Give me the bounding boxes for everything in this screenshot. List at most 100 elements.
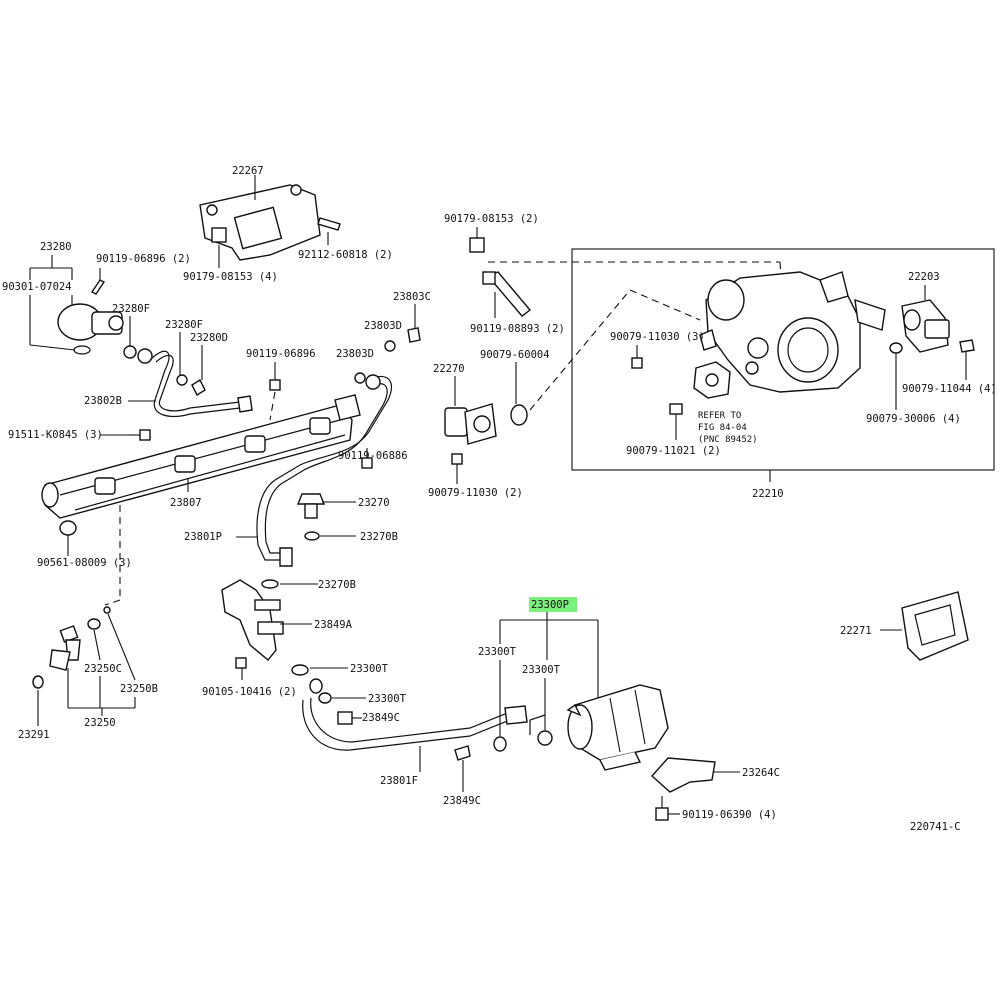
screw-90079-11021	[669, 403, 683, 440]
label-23801F: 23801F	[380, 775, 418, 787]
label-23849C-b: 23849C	[443, 795, 481, 807]
screw-90079-11044	[959, 339, 975, 380]
bracket-22267	[199, 175, 321, 261]
gasket-23300T-b	[318, 692, 332, 704]
gasket-23300T-d	[537, 730, 553, 746]
fuel-pipe-23802B	[149, 350, 253, 418]
refer-line-3: (PNC 89452)	[698, 435, 758, 445]
label-23803C: 23803C	[393, 291, 431, 303]
label-23280: 23280	[40, 241, 72, 253]
label-90079-30006: 90079-30006 (4)	[866, 413, 961, 425]
bracket-23264C	[651, 757, 740, 793]
gasket-23300T-c	[493, 736, 507, 752]
o-ring-23280F-b	[176, 374, 188, 386]
nut-90179-08153-2	[469, 237, 485, 253]
bolt-23849C-a	[337, 711, 362, 725]
label-23291: 23291	[18, 729, 50, 741]
gasket-23803D-b	[354, 372, 366, 384]
screw-90079-11030-3	[631, 345, 643, 369]
label-90079-11044: 90079-11044 (4)	[902, 383, 997, 395]
label-90105-10416: 90105-10416 (2)	[202, 686, 297, 698]
iac-valve-22203	[901, 299, 950, 353]
o-ring-23280F	[123, 345, 137, 359]
label-23280F-b: 23280F	[165, 319, 203, 331]
clip-23280D	[191, 345, 206, 397]
fuel-rail-23807	[41, 394, 361, 519]
gasket-23270B-b	[261, 579, 279, 589]
label-22203: 22203	[908, 271, 940, 283]
sensor-22270	[444, 403, 497, 445]
highlight-23300P	[529, 597, 577, 612]
label-23280D: 23280D	[190, 332, 228, 344]
pressure-regulator-23280	[57, 303, 124, 355]
label-90119-06896-2: 90119-06896 (2)	[96, 253, 191, 265]
refer-line-2[interactable]: FIG 84-04	[698, 423, 747, 433]
label-23803D-b: 23803D	[336, 348, 374, 360]
label-22267: 22267	[232, 165, 264, 177]
label-90119-06886: 90119-06886	[338, 450, 408, 462]
label-90079-11030-2: 90079-11030 (2)	[428, 487, 523, 499]
bolt-90079-11030-2	[451, 453, 463, 484]
label-23250B: 23250B	[120, 683, 158, 695]
label-90119-08893: 90119-08893 (2)	[470, 323, 565, 335]
bolt-23803C	[407, 304, 421, 343]
bracket-23849A	[221, 579, 284, 661]
plug-90561-08009	[59, 520, 77, 556]
label-90301-07024: 90301-07024	[2, 281, 72, 293]
label-23807: 23807	[170, 497, 202, 509]
bolt-91511-K0845	[100, 429, 151, 441]
throttle-body-group-box	[571, 248, 995, 471]
tps-90079-11021	[693, 361, 731, 399]
gasket-22271	[880, 591, 969, 661]
bolt-90119-06896-b	[269, 362, 281, 421]
label-22210: 22210	[752, 488, 784, 500]
label-90179-08153-4: 90179-08153 (4)	[183, 271, 278, 283]
label-90079-11021: 90079-11021 (2)	[626, 445, 721, 457]
label-90119-06896-b: 90119-06896	[246, 348, 316, 360]
gasket-23300T-a	[291, 664, 309, 676]
label-23300P[interactable]: 23300P	[531, 599, 569, 611]
label-23801P: 23801P	[184, 531, 222, 543]
fuel-pipe-23801P	[256, 374, 392, 567]
label-90079-60004: 90079-60004	[480, 349, 550, 361]
label-90119-06390: 90119-06390 (4)	[682, 809, 777, 821]
label-23270B-b: 23270B	[318, 579, 356, 591]
label-23270B-a: 23270B	[360, 531, 398, 543]
label-92112-60818: 92112-60818 (2)	[298, 249, 393, 261]
label-23270: 23270	[358, 497, 390, 509]
nut-90179-08153-4	[211, 227, 227, 268]
label-23280F-a: 23280F	[112, 303, 150, 315]
label-90561-08009: 90561-08009 (3)	[37, 557, 132, 569]
label-90079-11030-3: 90079-11030 (3)	[610, 331, 705, 343]
label-23849C-a: 23849C	[362, 712, 400, 724]
fuel-pipe-23801F	[302, 678, 546, 751]
bolt-90119-06390	[655, 796, 680, 821]
gasket-23270B-a	[304, 531, 320, 541]
label-23300T-d: 23300T	[522, 664, 561, 676]
label-23264C: 23264C	[742, 767, 780, 779]
label-23300T-a: 23300T	[350, 663, 389, 675]
bolt-90105-10416	[235, 657, 247, 680]
gasket-90079-60004	[510, 404, 528, 426]
label-23802B: 23802B	[84, 395, 122, 407]
label-90179-08153-2: 90179-08153 (2)	[444, 213, 539, 225]
refer-line-1: REFER TO	[698, 411, 741, 421]
label-23849A: 23849A	[314, 619, 353, 631]
label-23300T-c: 23300T	[478, 646, 517, 658]
bolt-90119-06886	[361, 448, 373, 469]
label-22270: 22270	[433, 363, 465, 375]
gasket-23803D-a	[384, 340, 396, 352]
label-23300T-b: 23300T	[368, 693, 407, 705]
label-23250C: 23250C	[84, 663, 122, 675]
label-23250: 23250	[84, 717, 116, 729]
union-23280	[137, 348, 153, 364]
fuel-filter-23300P	[566, 684, 669, 771]
ring-23291	[32, 675, 44, 689]
throttle-body-22210	[699, 271, 886, 393]
pulsation-damper-23270	[296, 493, 356, 519]
label-22271: 22271	[840, 625, 872, 637]
bolt-90119-08893	[482, 271, 532, 318]
label-23803D-a: 23803D	[364, 320, 402, 332]
